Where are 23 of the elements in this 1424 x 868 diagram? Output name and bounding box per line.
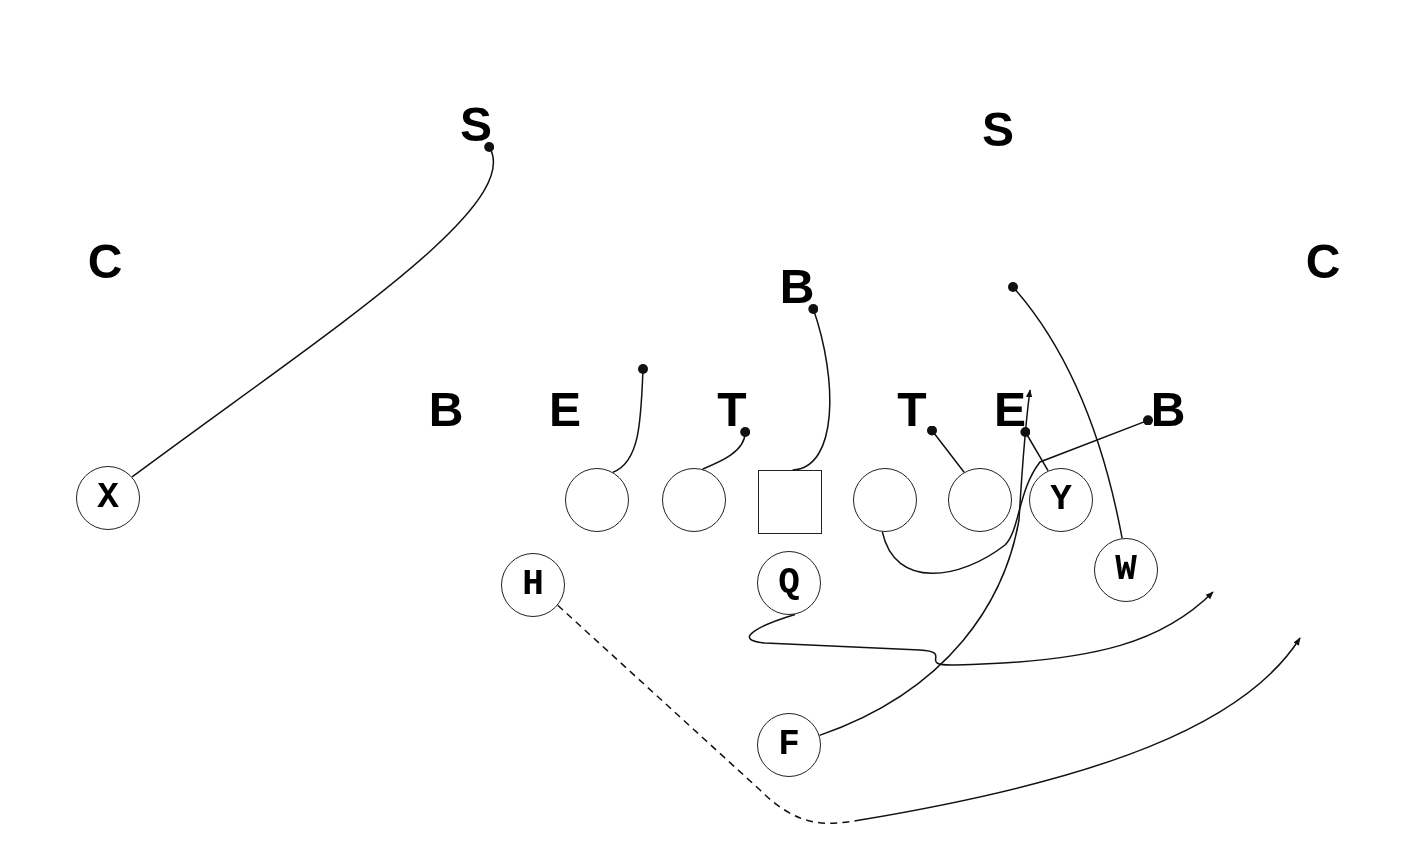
center-square	[758, 470, 822, 534]
defender-letter: C	[1303, 240, 1343, 284]
block-line	[701, 427, 751, 470]
block-line	[1020, 427, 1049, 472]
block-line	[881, 415, 1153, 575]
block-line	[791, 304, 831, 471]
defender-letter: E	[545, 388, 585, 432]
defender-letter: E	[990, 388, 1030, 432]
defender-letter: B	[1148, 388, 1188, 432]
route-arrow	[557, 604, 1301, 825]
block-line	[131, 142, 495, 478]
defender-letter: S	[456, 103, 496, 147]
route-arrow	[818, 389, 1033, 737]
defender-letter: T	[892, 388, 932, 432]
defender-letter: C	[85, 240, 125, 284]
route-arrow	[748, 591, 1214, 666]
defender-letter: S	[978, 108, 1018, 152]
block-line	[1008, 282, 1123, 539]
defender-letter: B	[777, 265, 817, 309]
block-line	[927, 425, 965, 473]
defender-letter: T	[712, 388, 752, 432]
block-line	[612, 364, 648, 473]
defender-letter: B	[426, 388, 466, 432]
